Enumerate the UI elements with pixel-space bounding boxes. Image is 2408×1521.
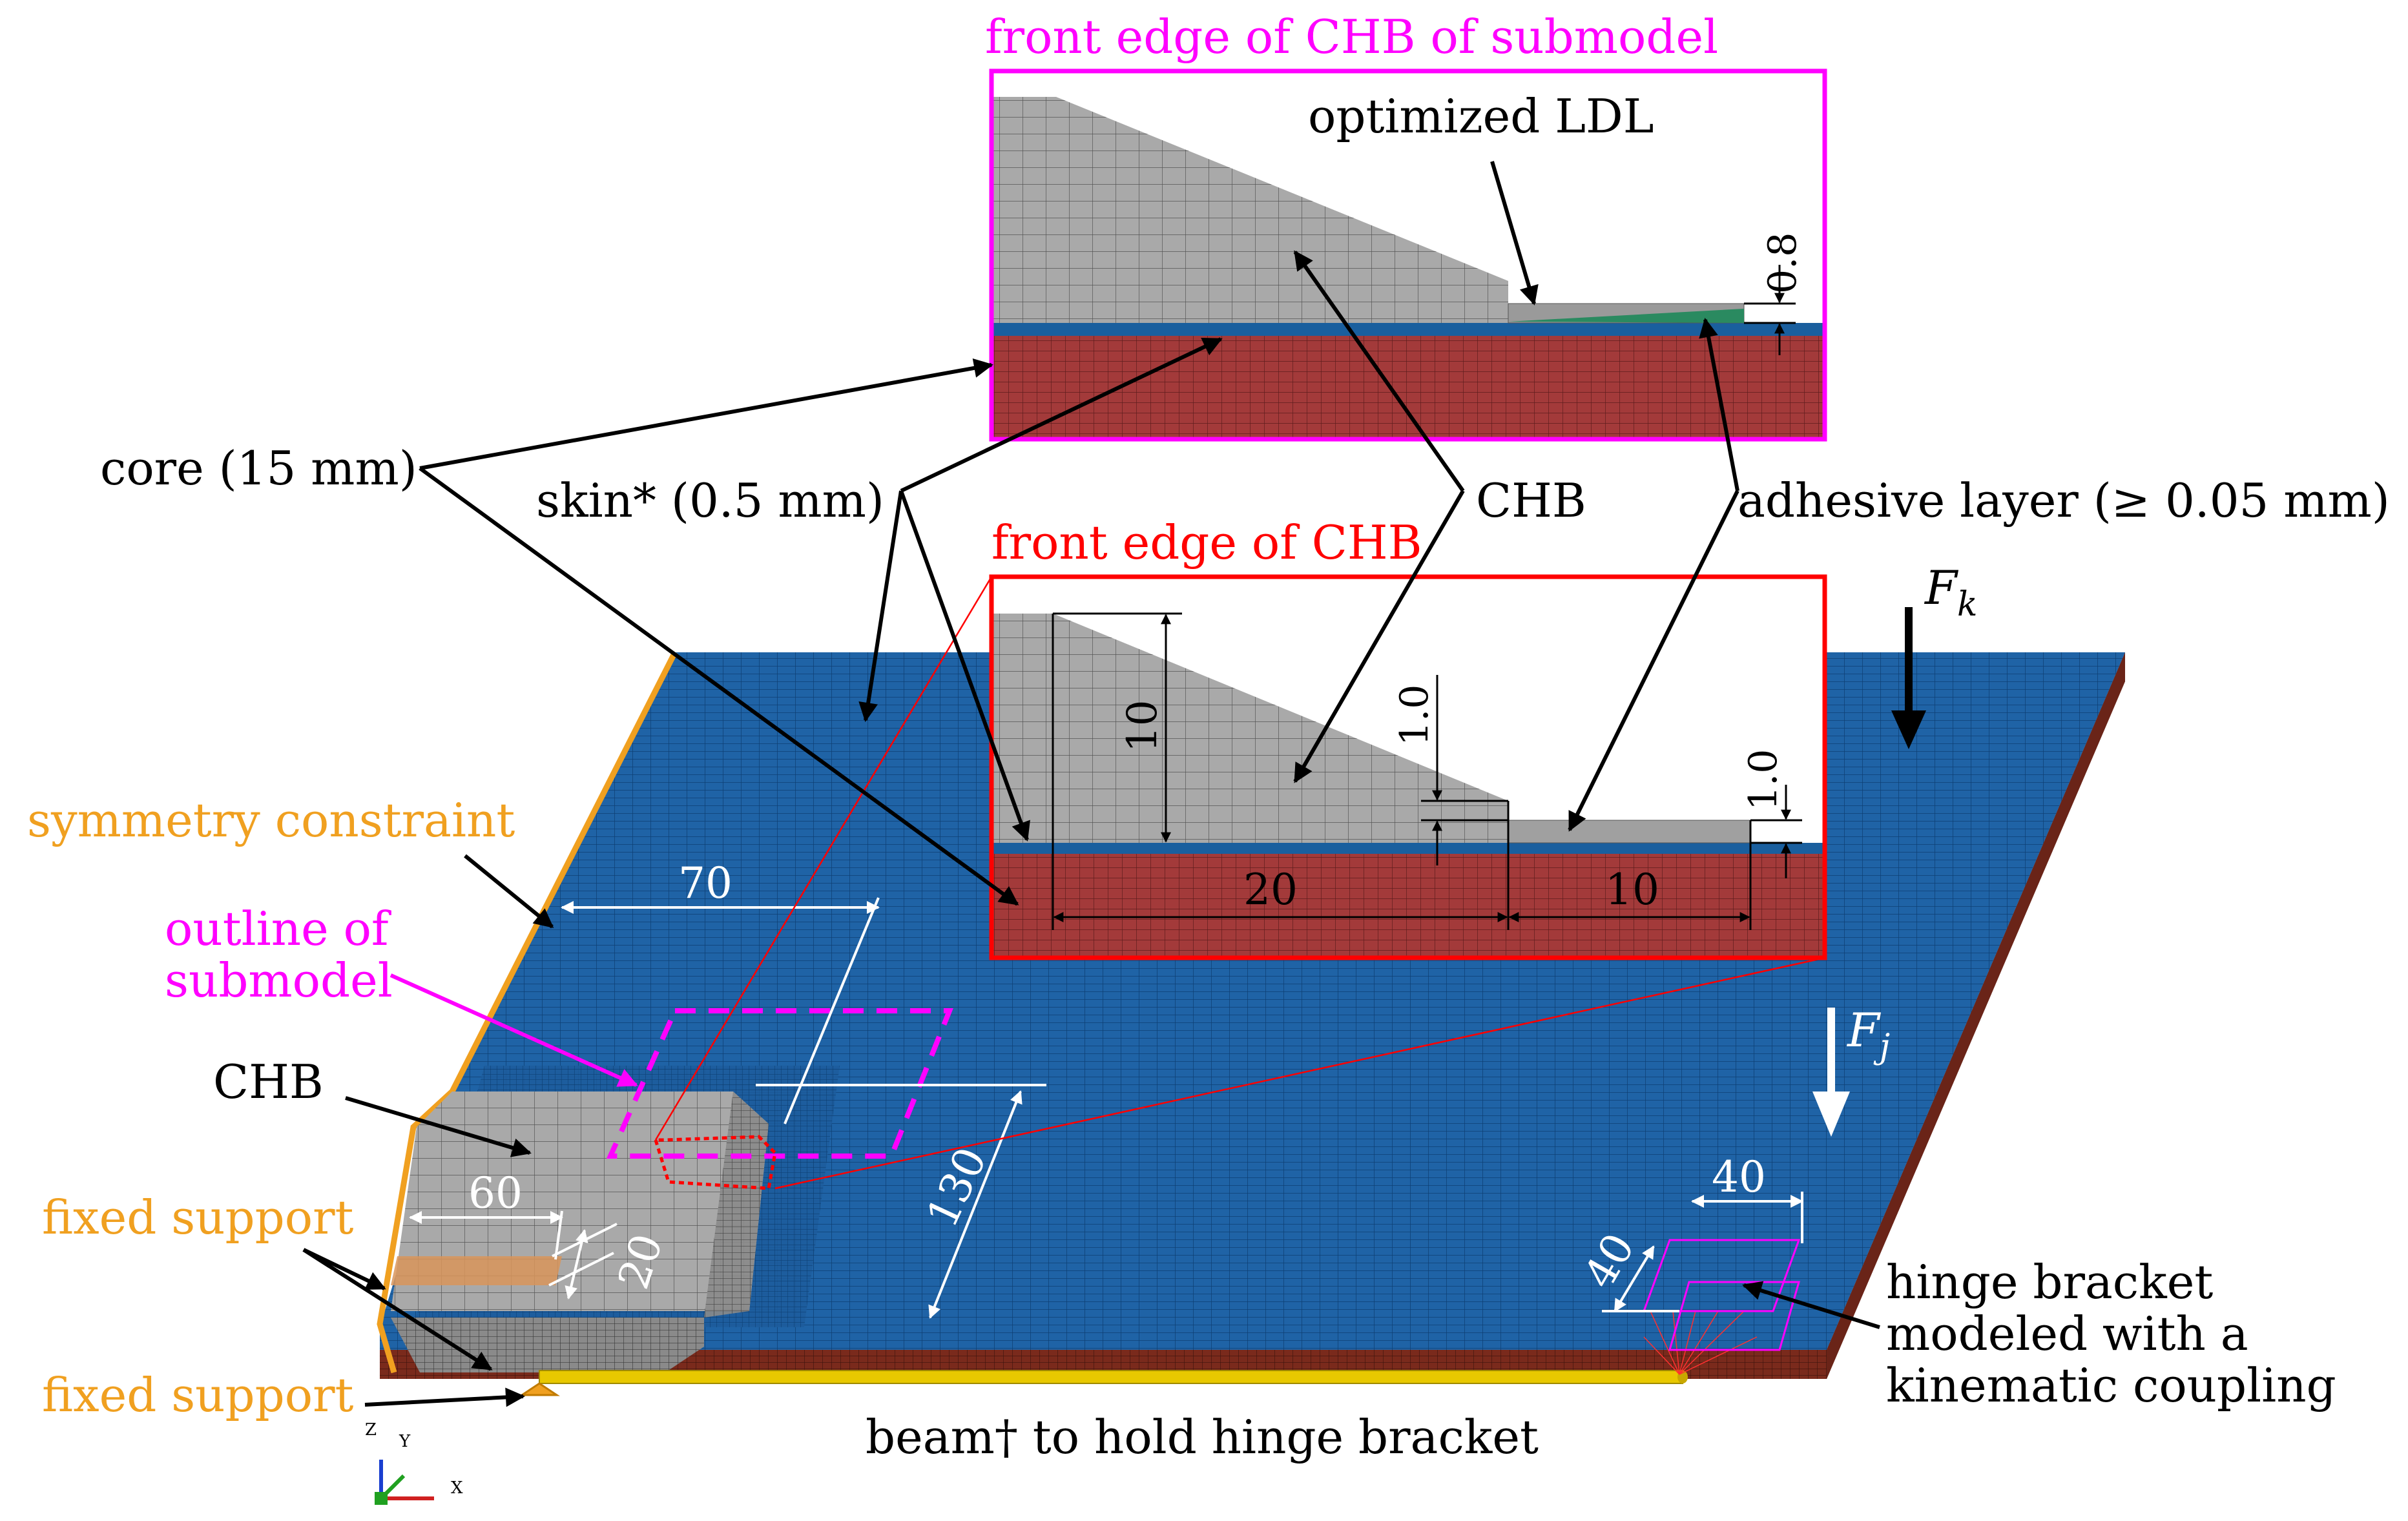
fixed-support-label-1: fixed support bbox=[42, 1190, 353, 1245]
symmetry-edge-line bbox=[377, 650, 678, 1374]
inset-chb-dim-10-label: 10 bbox=[1119, 700, 1167, 752]
hinge-label-2: modeled with a bbox=[1886, 1307, 2248, 1361]
chb-upper-label: CHB bbox=[1476, 473, 1586, 528]
inset-submodel: 0.8 front edge of CHB of submodel optimi… bbox=[985, 10, 1827, 442]
inset-chb-title: front edge of CHB bbox=[991, 515, 1422, 570]
dim-60-label: 60 bbox=[468, 1168, 523, 1218]
skin-label: skin* (0.5 mm) bbox=[536, 473, 884, 528]
axis-x-label: X bbox=[451, 1478, 463, 1498]
chb-patch bbox=[391, 1092, 769, 1372]
core-arrow-2 bbox=[419, 466, 1019, 906]
inset-submodel-skin bbox=[991, 323, 1825, 336]
inset-chb-flat bbox=[1508, 820, 1751, 843]
callout-arrows bbox=[302, 161, 1880, 1407]
adhesive-arrow-2 bbox=[1568, 490, 1739, 832]
chb-arrow-1 bbox=[1293, 250, 1465, 492]
skin-arrow-2 bbox=[899, 490, 1030, 842]
inset-chb-dims bbox=[1052, 612, 1802, 930]
hinge-arrow bbox=[1742, 1281, 1880, 1329]
dim-70-label: 70 bbox=[678, 858, 732, 908]
beam bbox=[519, 1239, 1801, 1396]
inset-chb-dim-1a-label: 1.0 bbox=[1392, 685, 1437, 746]
beam-support-triangle bbox=[519, 1382, 560, 1396]
force-k-label: Fk bbox=[1924, 561, 1977, 624]
inset-leader-left bbox=[654, 576, 993, 1141]
axis-z-label: Z bbox=[365, 1420, 377, 1440]
fixed-support-patch bbox=[391, 1256, 562, 1285]
axis-y-label: Y bbox=[399, 1432, 411, 1451]
inset-submodel-adhesive bbox=[1508, 309, 1744, 323]
inset-submodel-core bbox=[991, 336, 1825, 439]
inset-submodel-08-label: 0.8 bbox=[1760, 233, 1805, 294]
inset-chb-skin bbox=[991, 843, 1825, 854]
inset-chb-core bbox=[991, 853, 1825, 958]
chb-ramp bbox=[704, 1092, 769, 1318]
chb-shadow-edge bbox=[391, 1318, 704, 1372]
axis-triad: Z Y X bbox=[365, 1420, 463, 1505]
symmetry-label: symmetry constraint bbox=[27, 793, 515, 847]
skin-arrow-3 bbox=[858, 490, 903, 722]
plate-dimensions bbox=[409, 897, 1803, 1319]
inset-submodel-ldl-label: optimized LDL bbox=[1308, 89, 1654, 143]
fixed-arrow-2 bbox=[302, 1248, 493, 1371]
inset-chb-body bbox=[991, 614, 1508, 843]
beam-body bbox=[539, 1370, 1683, 1384]
inset-chb-dim-1b-label: 1.0 bbox=[1741, 749, 1786, 811]
adhesive-label: adhesive layer (≥ 0.05 mm) bbox=[1738, 473, 2390, 528]
hinge-label-1: hinge bracket bbox=[1886, 1255, 2213, 1309]
force-j-label: Fj bbox=[1846, 1003, 1890, 1066]
inset-chb-frame bbox=[989, 574, 1827, 960]
adhesive-arrow-1 bbox=[1699, 318, 1739, 491]
hinge-label-3: kinematic coupling bbox=[1886, 1358, 2336, 1412]
force-j-arrow bbox=[1812, 1008, 1850, 1137]
dim-20-line bbox=[565, 1229, 588, 1299]
outline-label-2: submodel bbox=[165, 953, 393, 1008]
skin-arrow-1 bbox=[900, 337, 1223, 493]
core-arrow-1 bbox=[419, 358, 993, 470]
dim-60-ext bbox=[554, 1210, 563, 1260]
dim-40-left-line bbox=[1614, 1245, 1655, 1312]
outline-submodel-arrow bbox=[389, 973, 638, 1087]
dim-40a-label: 40 bbox=[1712, 1152, 1766, 1202]
dim-130-line bbox=[928, 1090, 1022, 1319]
core-label: core (15 mm) bbox=[100, 441, 417, 495]
force-k-arrow bbox=[1891, 607, 1926, 749]
plate-right-edge bbox=[1827, 652, 2125, 1379]
inset-chb-dim-10b-label: 10 bbox=[1605, 865, 1659, 915]
inset-chb-dim-20-label: 20 bbox=[1243, 865, 1298, 915]
axis-origin bbox=[375, 1492, 388, 1505]
beam-label: beam† to hold hinge bracket bbox=[866, 1410, 1539, 1464]
ldl-arrow bbox=[1490, 161, 1539, 305]
symmetry-arrow bbox=[464, 854, 554, 929]
fixed-arrow-3 bbox=[364, 1387, 525, 1407]
fixed-support-label-2: fixed support bbox=[42, 1368, 353, 1422]
text-labels: core (15 mm) skin* (0.5 mm) CHB adhesive… bbox=[27, 441, 2390, 1464]
inset-chb: 10 1.0 1.0 20 10 front edge of CHB bbox=[989, 515, 1827, 960]
submodel-outline bbox=[606, 1008, 953, 1159]
outline-label-1: outline of bbox=[165, 902, 391, 956]
inset-leader-right bbox=[774, 957, 1825, 1190]
inset-submodel-title: front edge of CHB of submodel bbox=[985, 10, 1718, 64]
chb-arrow-2 bbox=[1293, 490, 1465, 783]
inset-submodel-chb bbox=[991, 97, 1508, 323]
chb-lower-arrow bbox=[345, 1096, 532, 1157]
inset-submodel-frame bbox=[989, 68, 1827, 442]
chb-lower-label: CHB bbox=[213, 1055, 324, 1109]
kinematic-coupling-lines bbox=[1643, 1310, 1758, 1375]
